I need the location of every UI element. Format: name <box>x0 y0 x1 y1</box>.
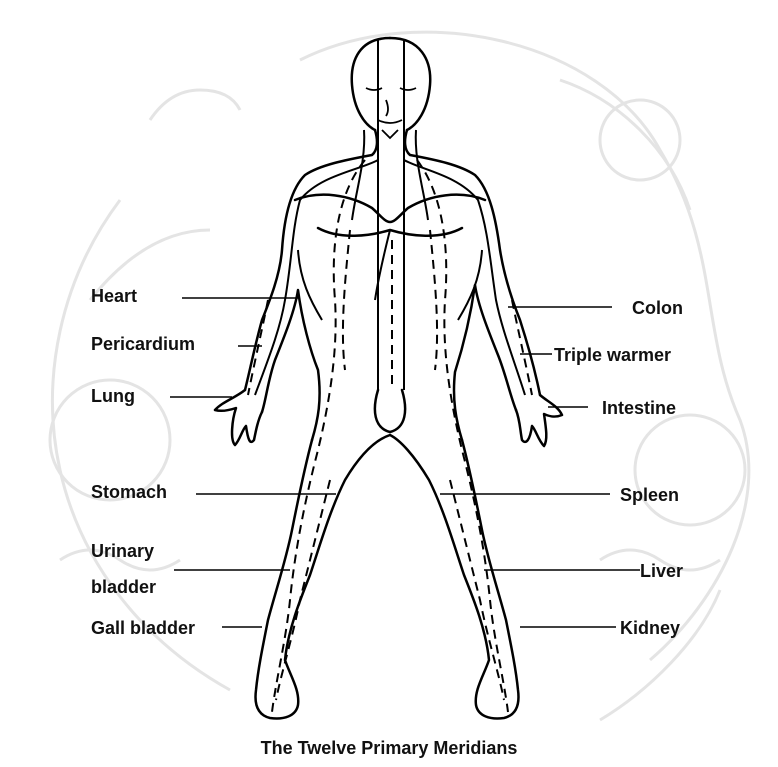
diagram-caption: The Twelve Primary Meridians <box>0 738 778 759</box>
body-outline <box>215 38 562 718</box>
label-colon: Colon <box>632 298 683 318</box>
background-dragon-watermark <box>50 32 749 720</box>
label-heart: Heart <box>91 286 137 306</box>
label-liver: Liver <box>640 561 683 581</box>
label-intestine: Intestine <box>602 398 676 418</box>
label-lung: Lung <box>91 386 135 406</box>
label-gall-bladder: Gall bladder <box>91 618 195 638</box>
label-pericardium: Pericardium <box>91 334 195 354</box>
label-kidney: Kidney <box>620 618 680 638</box>
label-urinary-bladder-line1: Urinary <box>91 541 154 561</box>
label-spleen: Spleen <box>620 485 679 505</box>
label-urinary-bladder-line2: bladder <box>91 577 156 597</box>
label-triple-warmer: Triple warmer <box>554 345 671 365</box>
meridian-lines <box>255 40 525 395</box>
label-stomach: Stomach <box>91 482 167 502</box>
